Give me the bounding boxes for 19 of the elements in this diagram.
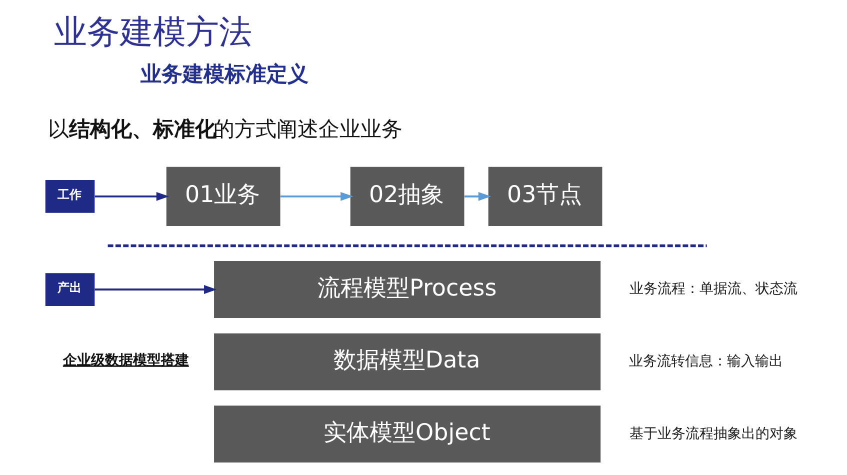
node-box: 03节点 [488,166,602,226]
label: 企业级数据模型搭建 [62,352,188,368]
node-box: 流程模型Process [214,261,600,318]
arrow [464,192,491,201]
node-box: 02抽象 [350,166,464,226]
label: 以结构化、标准化的方式阐述企业业务 [48,116,402,141]
node-box: 产出 [44,273,94,306]
arrow [280,192,353,201]
node-label: 基于业务流程抽象出的对象 [629,426,798,442]
arrow [94,192,169,201]
node-label: 业务流程：单据流、状态流 [629,281,798,298]
arrow [94,285,216,294]
node-box: 工作 [44,180,94,213]
node-box: 01业务 [166,166,280,226]
label: 业务建模标准定义 [140,62,308,86]
diagram-title: 业务建模方法 [54,13,252,52]
node-label: 业务流转信息：输入输出 [628,354,783,370]
node-box: 实体模型Object [214,406,600,463]
node-box: 数据模型Data [214,333,600,390]
